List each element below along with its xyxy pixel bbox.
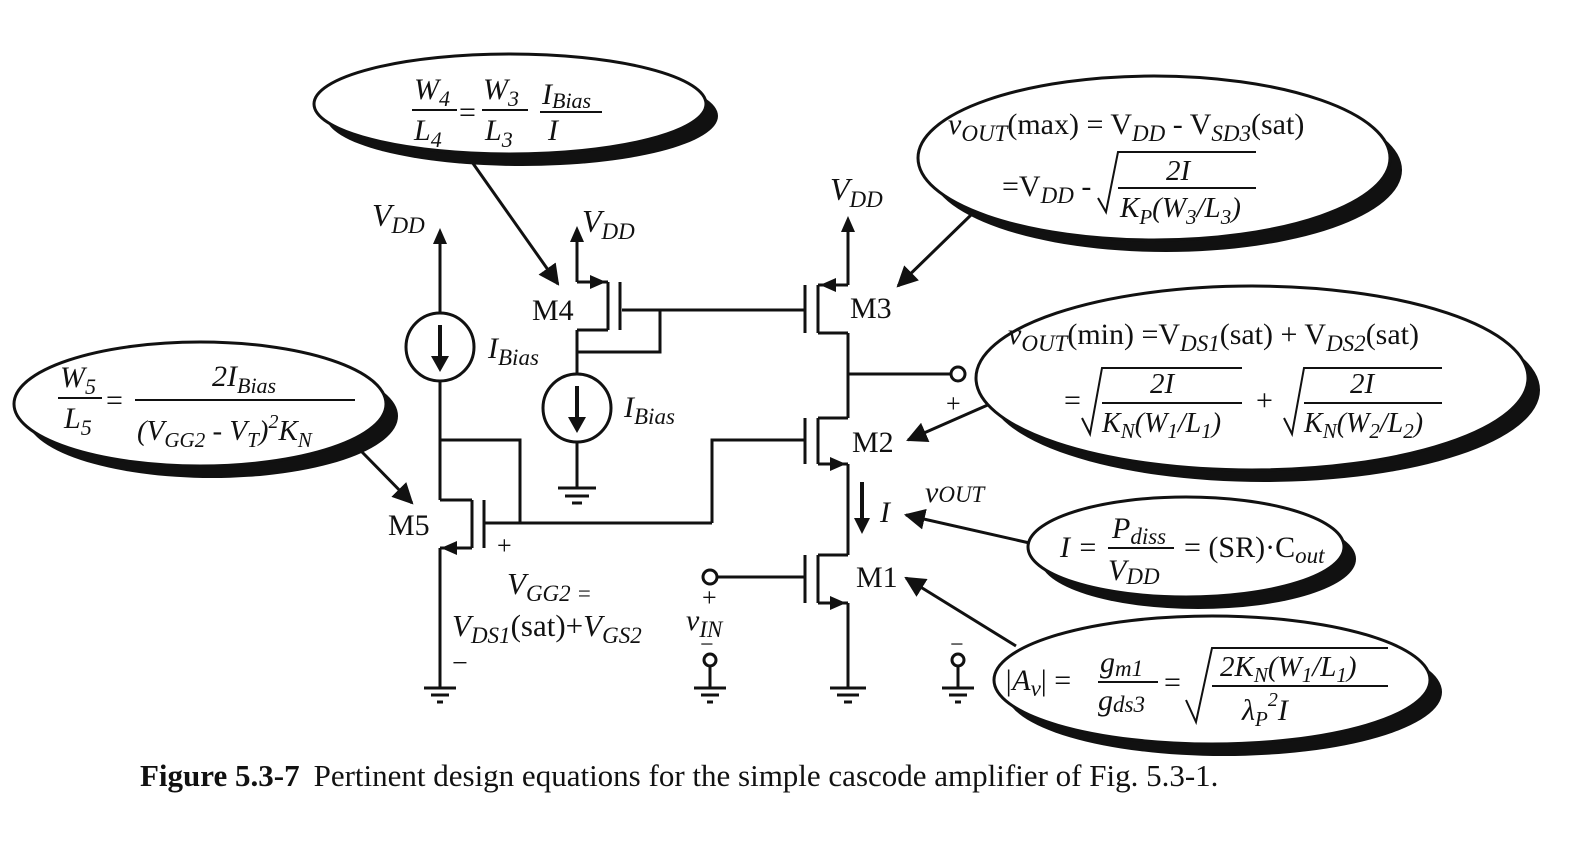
svg-text:2I: 2I <box>1166 155 1192 187</box>
svg-text:2I: 2I <box>1150 368 1176 400</box>
svg-text:vOUT(min) =VDS1(sat) + VDS2(sa: vOUT(min) =VDS1(sat) + VDS2(sat) <box>1008 318 1419 356</box>
svg-text:W5: W5 <box>60 361 96 399</box>
transistor-m1 <box>803 553 848 605</box>
figure-caption-text: Pertinent design equations for the simpl… <box>313 758 1219 793</box>
m5-source-arrow <box>441 541 457 555</box>
svg-text:+: + <box>1256 384 1273 417</box>
svg-text:|Av| =: |Av| = <box>1004 664 1071 701</box>
svg-text:vOUT(max) = VDD - VSD3(sat): vOUT(max) = VDD - VSD3(sat) <box>948 108 1304 146</box>
svg-text:+: + <box>497 531 512 560</box>
svg-text:−: − <box>950 632 964 658</box>
svg-text:−: − <box>700 632 714 658</box>
svg-text:+: + <box>946 389 961 418</box>
svg-text:VDD: VDD <box>1108 554 1160 589</box>
svg-text:=VDD -: =VDD - <box>1002 170 1091 208</box>
svg-text:KN(W2/L2): KN(W2/L2) <box>1303 408 1423 443</box>
svg-text:I: I <box>879 496 892 529</box>
equation-bubble-w4-l4: W4 L4 = W3 L3 IBias I <box>312 52 712 160</box>
svg-text:VDD: VDD <box>830 171 883 212</box>
svg-text:vIN: vIN <box>686 604 724 642</box>
svg-text:L3: L3 <box>484 114 513 152</box>
terminal-circles <box>701 365 967 668</box>
svg-text:=: = <box>106 384 123 417</box>
svg-text:M3: M3 <box>850 292 892 325</box>
equation-bubble-vout-max: vOUT(max) = VDD - VSD3(sat) =VDD - 2I KP… <box>916 74 1396 246</box>
svg-text:=: = <box>1164 666 1181 699</box>
transistor-m4 <box>606 282 622 330</box>
svg-text:I =: I = <box>1059 531 1098 564</box>
svg-text:VDD: VDD <box>582 203 635 244</box>
m4-source-arrow <box>590 275 606 289</box>
svg-text:M4: M4 <box>532 294 574 327</box>
wires <box>438 222 960 688</box>
svg-text:M5: M5 <box>388 509 430 542</box>
current-source-left <box>404 311 476 383</box>
current-i-arrow <box>854 482 870 534</box>
figure-caption-label: Figure 5.3-7 <box>140 758 300 793</box>
m1-source-arrow <box>830 596 846 610</box>
m3-source-arrow <box>820 278 836 292</box>
equation-bubble-current: I = Pdiss VDD = (SR)·Cout <box>1026 495 1350 603</box>
svg-text:W4: W4 <box>414 73 450 111</box>
transistor-m3 <box>803 283 848 335</box>
svg-text:=: = <box>1064 384 1081 417</box>
svg-text:VGG2 =: VGG2 = <box>507 566 592 606</box>
circuit-labels: VDD VDD VDD M4 M3 M2 M1 M5 IBias IBias I… <box>372 171 987 679</box>
transistor-m5 <box>440 498 486 550</box>
svg-text:+: + <box>702 583 717 612</box>
transistor-m2 <box>803 416 848 466</box>
callout-arrows <box>360 161 1035 648</box>
equation-bubble-vout-min: vOUT(min) =VDS1(sat) + VDS2(sat) = 2I KN… <box>974 284 1534 476</box>
m2-source-arrow <box>830 457 846 471</box>
svg-text:gm1: gm1 <box>1100 646 1143 681</box>
svg-text:(VGG2 - VT)2KN: (VGG2 - VT)2KN <box>137 411 313 452</box>
equation-bubble-w5-l5: W5 L5 = 2IBias (VGG2 - VT)2KN <box>12 340 392 472</box>
svg-text:2I: 2I <box>1350 368 1376 400</box>
ground-symbols <box>424 486 974 704</box>
svg-text:IBias: IBias <box>541 78 591 113</box>
svg-text:M1: M1 <box>856 561 898 594</box>
svg-text:M2: M2 <box>852 426 894 459</box>
svg-text:L4: L4 <box>413 114 442 152</box>
svg-text:= (SR)·Cout: = (SR)·Cout <box>1184 531 1325 568</box>
svg-text:L5: L5 <box>63 402 92 440</box>
svg-text:I: I <box>547 114 560 147</box>
svg-text:KP(W3/L3): KP(W3/L3) <box>1119 192 1241 229</box>
figure-caption: Figure 5.3-7 Pertinent design equations f… <box>140 758 1218 794</box>
svg-text:2IBias: 2IBias <box>212 360 276 398</box>
svg-text:=: = <box>459 96 476 129</box>
svg-text:Pdiss: Pdiss <box>1111 512 1166 549</box>
vdd-arrows <box>433 216 855 244</box>
svg-text:VDS1(sat)+VGS2: VDS1(sat)+VGS2 <box>452 608 642 648</box>
svg-text:IBias: IBias <box>487 332 539 370</box>
svg-text:IBias: IBias <box>623 391 675 429</box>
svg-text:−: − <box>452 648 468 679</box>
svg-text:W3: W3 <box>483 73 519 111</box>
svg-text:VDD: VDD <box>372 197 425 238</box>
svg-text:gds3: gds3 <box>1098 684 1145 717</box>
svg-text:λP2I: λP2I <box>1241 689 1290 731</box>
svg-text:2KN(W1/L1): 2KN(W1/L1) <box>1220 651 1357 687</box>
current-source-mid <box>541 372 613 444</box>
equation-bubble-gain: |Av| = gm1 gds3 = 2KN(W1/L1) λP2I <box>992 614 1436 750</box>
svg-text:KN(W1/L1): KN(W1/L1) <box>1101 408 1221 443</box>
svg-text:vOUT: vOUT <box>925 476 987 509</box>
